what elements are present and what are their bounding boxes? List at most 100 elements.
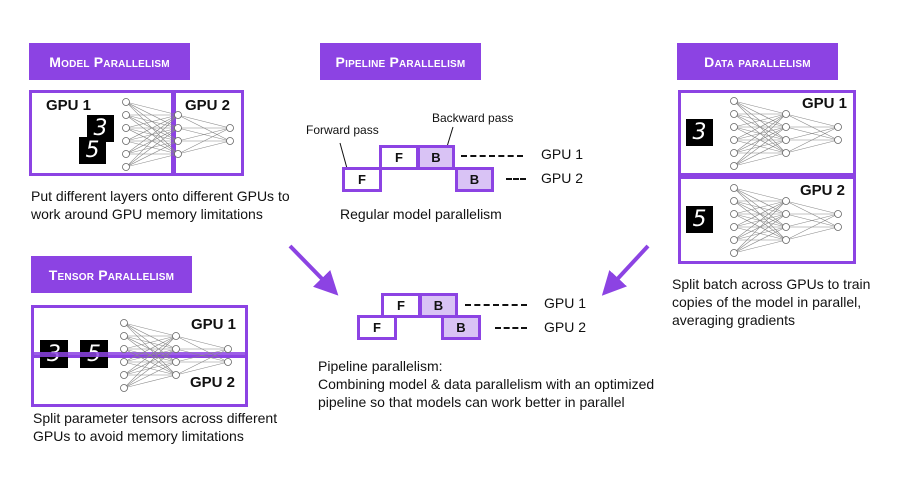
nn-node xyxy=(122,163,130,171)
nn-node xyxy=(834,123,842,131)
forward-pass-label: Forward pass xyxy=(306,123,379,137)
nn-connection xyxy=(177,127,231,155)
nn-node xyxy=(730,149,738,157)
gpu2-backward-block: B xyxy=(455,167,494,192)
neural-network-icon xyxy=(730,184,842,257)
nn-connection xyxy=(125,140,179,168)
nn-connection xyxy=(785,139,839,154)
nn-connection xyxy=(123,335,177,363)
nn-node xyxy=(172,332,180,340)
nn-connection xyxy=(733,200,787,241)
nn-node xyxy=(174,124,182,132)
nn-connection xyxy=(785,213,839,241)
nn-connection xyxy=(125,114,179,168)
nn-node xyxy=(120,319,128,327)
nn-node xyxy=(730,110,738,118)
gpu1-backward-block: B xyxy=(417,145,455,170)
nn-connection xyxy=(123,335,177,376)
nn-node xyxy=(834,223,842,231)
nn-node xyxy=(174,150,182,158)
model-parallelism-description: Put different layers onto different GPUs… xyxy=(31,188,290,222)
nn-node xyxy=(224,358,232,366)
combined-description: Combining model & data parallelism with … xyxy=(318,376,655,410)
nn-connection xyxy=(733,200,787,215)
arrows xyxy=(288,244,650,296)
neural-network-icon xyxy=(122,98,234,171)
nn-connection xyxy=(125,127,179,168)
nn-node xyxy=(730,123,738,131)
nn-connection xyxy=(785,113,839,128)
nn-connection xyxy=(785,200,839,215)
data-parallelism-description: Split batch across GPUs to train copies … xyxy=(672,276,871,328)
nn-connection xyxy=(125,114,179,129)
nn-node xyxy=(122,98,130,106)
nn-node xyxy=(834,136,842,144)
nn-node xyxy=(730,184,738,192)
nn-node xyxy=(172,345,180,353)
nn-node xyxy=(782,149,790,157)
nn-connection xyxy=(785,126,839,141)
backward-pass-label: Backward pass xyxy=(432,111,514,125)
nn-connection xyxy=(733,139,787,167)
nn-node xyxy=(226,137,234,145)
gpu1-dashed-line xyxy=(461,155,523,157)
nn-node xyxy=(782,223,790,231)
nn-node xyxy=(172,358,180,366)
combined-gpu1-label: GPU 1 xyxy=(544,295,587,311)
nn-node xyxy=(782,136,790,144)
data-gpu1-label: GPU 1 xyxy=(802,95,848,112)
tensor-gpu1-label: GPU 1 xyxy=(191,316,237,333)
combined-gpu2-dashed-line xyxy=(495,327,527,329)
nn-connection xyxy=(125,101,179,116)
model-gpu1-label: GPU 1 xyxy=(46,97,92,114)
nn-node xyxy=(730,236,738,244)
nn-node xyxy=(120,345,128,353)
nn-connection xyxy=(175,348,229,376)
nn-connection xyxy=(785,226,839,241)
nn-node xyxy=(122,137,130,145)
mnist-digit-image: 3 xyxy=(87,115,114,142)
nn-connection xyxy=(123,335,177,389)
nn-connection xyxy=(125,114,179,142)
arrow-right-down-icon xyxy=(288,244,339,296)
nn-node xyxy=(782,123,790,131)
nn-connection xyxy=(177,127,231,142)
nn-connection xyxy=(733,113,787,167)
nn-node xyxy=(782,110,790,118)
nn-connection xyxy=(175,348,229,363)
combined-gpu2-forward-block: F xyxy=(357,315,397,340)
nn-connection xyxy=(733,213,787,254)
mnist-digit-image: 5 xyxy=(686,206,713,233)
model-gpu2-label: GPU 2 xyxy=(185,97,231,114)
tensor-parallelism-description: Split parameter tensors across different… xyxy=(33,410,278,444)
nn-connection xyxy=(785,126,839,154)
combined-gpu1-dashed-line xyxy=(465,304,527,306)
nn-connection xyxy=(733,113,787,128)
nn-connection xyxy=(733,200,787,254)
nn-connection xyxy=(733,100,787,115)
nn-node xyxy=(730,210,738,218)
nn-node xyxy=(122,124,130,132)
pipeline-gpu2-label: GPU 2 xyxy=(541,170,584,186)
nn-node xyxy=(226,124,234,132)
nn-connection xyxy=(123,335,177,350)
tensor-parallelism-title: Tensor Parallelism xyxy=(31,256,192,293)
nn-connection xyxy=(785,213,839,228)
neural-network-icon xyxy=(120,319,232,392)
nn-node xyxy=(834,210,842,218)
nn-connection xyxy=(177,140,231,155)
nn-connection xyxy=(125,114,179,155)
nn-node xyxy=(172,371,180,379)
nn-connection xyxy=(123,322,177,337)
combined-heading: Pipeline parallelism: xyxy=(318,358,443,374)
nn-connection xyxy=(733,239,787,254)
nn-connection xyxy=(733,187,787,202)
nn-node xyxy=(120,384,128,392)
nn-node xyxy=(224,345,232,353)
arrow-left-down-icon xyxy=(601,244,650,296)
combined-gpu2-label: GPU 2 xyxy=(544,319,587,335)
nn-node xyxy=(782,197,790,205)
data-gpu2-label: GPU 2 xyxy=(800,182,846,199)
gpu2-dashed-line xyxy=(506,178,526,180)
nn-connection xyxy=(733,200,787,228)
